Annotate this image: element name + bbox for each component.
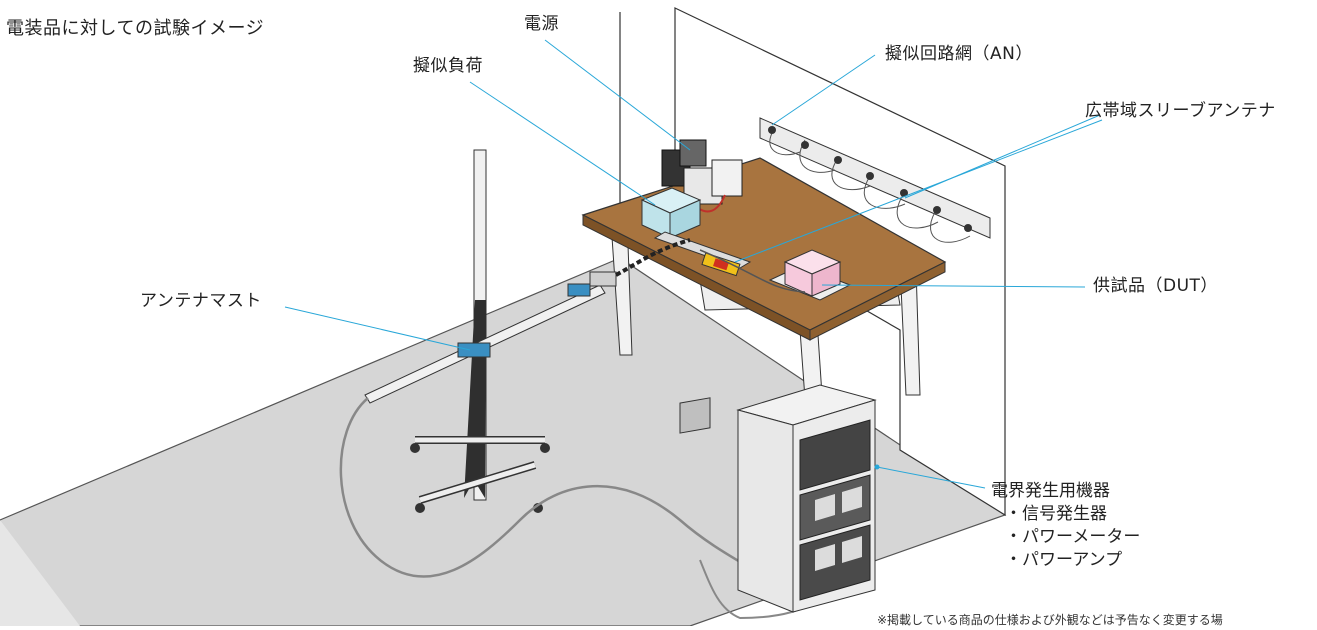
ansn-label: 擬似回路網（AN） xyxy=(885,44,1033,64)
page-title: 電装品に対しての試験イメージ xyxy=(6,18,265,39)
dut-label: 供試品（DUT） xyxy=(1093,276,1218,296)
equipment-item: ・パワーメーター xyxy=(1005,527,1141,547)
dummy-load-label: 擬似負荷 xyxy=(413,56,483,76)
dut-box xyxy=(768,249,852,301)
equipment-item: ・信号発生器 xyxy=(1005,504,1107,524)
equipment-list: 電界発生用機器 ・信号発生器 ・パワーメーター ・パワーアンプ xyxy=(991,480,1140,572)
equipment-rack xyxy=(736,384,877,613)
footnote: ※掲載している商品の仕様および外観などは予告なく変更する場 xyxy=(877,613,1223,627)
floor-cable xyxy=(339,397,801,602)
equipment-item: ・パワーアンプ xyxy=(1005,550,1123,570)
equipment-heading: 電界発生用機器 xyxy=(991,481,1110,501)
leader-lines xyxy=(284,39,1103,489)
dummy-load-box xyxy=(640,187,702,239)
an-rail xyxy=(759,117,991,239)
antenna-mast-label: アンテナマスト xyxy=(140,291,262,311)
power-supply-label: 電源 xyxy=(524,14,559,34)
an-connectors xyxy=(768,126,972,232)
sleeve-antenna xyxy=(653,231,806,293)
antenna-mast xyxy=(364,149,691,513)
wall-panel-connector xyxy=(679,397,711,434)
sleeve-antenna-label: 広帯域スリーブアンテナ xyxy=(1085,101,1276,121)
